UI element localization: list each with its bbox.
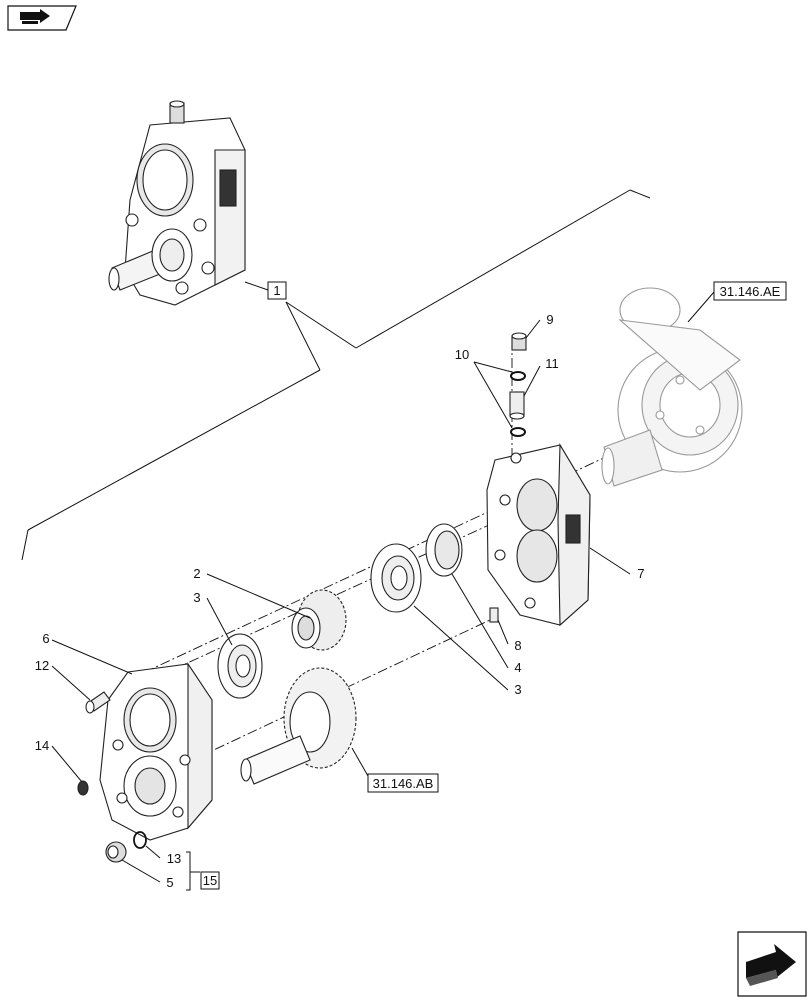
bearing-3-lower [217,633,263,699]
svg-text:12: 12 [35,658,49,673]
callout-6: 6 [42,631,133,675]
svg-text:2: 2 [193,566,200,581]
callout-15: 15 [186,851,220,891]
svg-text:9: 9 [546,312,553,327]
seal-4 [425,523,463,577]
circlip-13 [133,831,147,849]
svg-text:31.146.AE: 31.146.AE [720,284,781,299]
svg-text:7: 7 [637,566,644,581]
screw-14 [77,780,89,796]
callout-10: 10 [455,347,513,429]
svg-text:3: 3 [514,682,521,697]
svg-text:4: 4 [514,660,521,675]
reference-31-146-ab[interactable]: 31.146.AB [351,747,439,793]
washer-10-lower [510,427,526,437]
callout-11: 11 [523,356,559,397]
plug-5 [105,841,127,863]
callout-8: 8 [497,619,522,653]
svg-text:6: 6 [42,631,49,646]
svg-text:5: 5 [166,875,173,890]
gear-cover-6 [99,662,213,841]
bolt-12 [85,691,111,714]
svg-text:11: 11 [545,356,559,371]
reference-31-146-ae[interactable]: 31.146.AE [687,281,787,323]
callout-14: 14 [35,738,83,783]
svg-text:31.146.AB: 31.146.AB [373,776,434,791]
callout-12: 12 [35,658,91,701]
callout-13: 13 [145,845,181,866]
callout-4: 4 [451,573,522,675]
svg-text:15: 15 [203,873,217,888]
svg-text:14: 14 [35,738,49,753]
callout-2: 2 [193,566,311,619]
book-arrow-icon[interactable] [7,5,77,31]
navigation-arrow-icon[interactable] [737,931,807,997]
callout-3-upper: 3 [193,590,233,646]
pin-8 [489,607,499,623]
svg-text:10: 10 [455,347,469,362]
gear-2 [291,589,347,651]
gear-housing-7 [486,443,591,627]
washer-10-upper [510,371,526,381]
complete-gearbox-assembly [108,100,246,306]
svg-text:1: 1 [273,283,280,298]
callout-7: 7 [589,547,645,581]
callout-1: 1 [244,281,287,300]
svg-text:3: 3 [193,590,200,605]
clutch-assembly [601,287,743,487]
breather-plug-9 [511,332,527,351]
assembly-bracket-lines [21,189,651,561]
callout-5: 5 [121,859,174,890]
adapter-11 [509,391,525,420]
bearing-3-upper [370,543,422,613]
callout-3-lower: 3 [413,605,522,697]
svg-text:13: 13 [167,851,181,866]
callout-9: 9 [525,312,554,339]
svg-text:8: 8 [514,638,521,653]
gear-shaft [240,667,357,785]
